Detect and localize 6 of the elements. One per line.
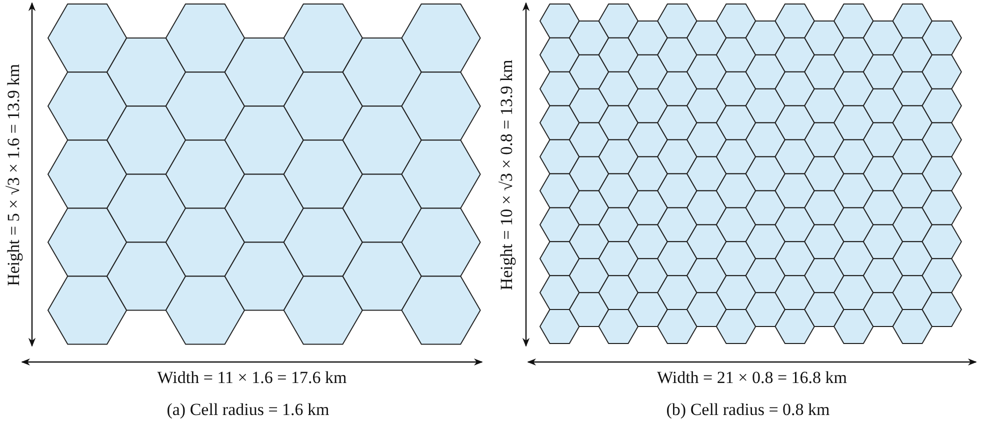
width-dimension-label: Width = 21 × 0.8 = 16.8 km [656,368,848,388]
height-dimension-label: Height = 5 × √3 × 1.6 = 13.9 km [4,64,24,286]
panel-caption: (a) Cell radius = 1.6 km [166,400,330,420]
width-dimension-label: Width = 11 × 1.6 = 17.6 km [157,368,347,388]
panel-caption: (b) Cell radius = 0.8 km [666,400,830,420]
height-dimension-label: Height = 10 × √3 × 0.8 = 13.9 km [497,60,517,290]
